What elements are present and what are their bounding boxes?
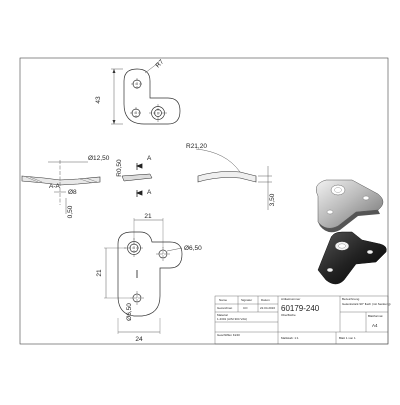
arrow bbox=[112, 120, 116, 124]
dim-hole-6-50-bottom: Ø6,50 bbox=[126, 303, 133, 321]
dim-width-21: 21 bbox=[144, 213, 152, 220]
render-silver bbox=[316, 179, 384, 233]
dim-hole-8: Ø8 bbox=[68, 189, 77, 196]
cut-label-top: A bbox=[147, 155, 152, 162]
section-view bbox=[21, 160, 101, 214]
tb-col-date: Datum bbox=[261, 298, 270, 302]
cut-label-bottom: A bbox=[147, 189, 152, 196]
side-view-outline bbox=[197, 171, 257, 183]
hatch bbox=[79, 178, 93, 184]
tb-surface-value: Geschliffen K240 bbox=[217, 333, 240, 337]
tb-scale: Maßstab: 1:1 bbox=[281, 336, 299, 340]
cut-profile bbox=[121, 173, 153, 182]
tb-material-label: Material bbox=[217, 313, 228, 317]
tb-size-label: Blattformat bbox=[368, 314, 383, 318]
dim-height-43: 43 bbox=[95, 96, 102, 104]
dim-thickness-0-50: 0,50 bbox=[67, 205, 74, 218]
dim-radius-21-20: R21,20 bbox=[186, 143, 207, 150]
cut-arrow-top bbox=[135, 163, 143, 169]
section-label-a-a: A-A bbox=[49, 183, 61, 190]
render-dark-hole-2 bbox=[366, 249, 374, 255]
tb-title-value: Gelenkstück 90° flach (mit Senkung) bbox=[342, 302, 391, 306]
side-view bbox=[195, 148, 272, 210]
tb-col-signature: Signatur bbox=[241, 298, 252, 302]
dim-thickness-3-50: 3,50 bbox=[269, 193, 276, 206]
hatch bbox=[25, 176, 39, 183]
sheet-frame bbox=[19, 57, 389, 345]
tb-row-drawn: Gezeichnet bbox=[217, 306, 232, 310]
cut-marker bbox=[121, 163, 153, 197]
render-silver-edge bbox=[318, 210, 380, 233]
tb-col-name: Name bbox=[219, 298, 227, 302]
tb-material-value: 1.4301 (AISI 304 V2A) bbox=[217, 317, 247, 321]
hatch bbox=[85, 177, 98, 183]
leader-line-r21 bbox=[195, 148, 241, 173]
dim-radius-r7: R7 bbox=[154, 58, 165, 69]
dim-diameter-12-50: Ø12,50 bbox=[88, 155, 110, 162]
title-block-frame bbox=[214, 295, 389, 345]
tb-description-label: Artikelnummer bbox=[281, 297, 300, 301]
bottom-view-outline bbox=[117, 231, 183, 317]
top-view bbox=[111, 62, 181, 125]
tb-extra-label: Oberfläche bbox=[281, 313, 296, 317]
render-dark bbox=[317, 231, 387, 285]
title-block bbox=[214, 295, 389, 345]
hatch bbox=[29, 176, 43, 183]
dim-radius-0-50: R0,50 bbox=[116, 159, 123, 177]
leader-line bbox=[144, 62, 159, 74]
dim-width-24: 24 bbox=[135, 336, 143, 343]
dim-hole-6-50-right: Ø6,50 bbox=[184, 245, 202, 252]
bottom-view bbox=[104, 218, 183, 334]
tb-article-number: 60179-240 bbox=[281, 304, 320, 313]
tb-size-value: A4 bbox=[372, 323, 378, 328]
top-view-outline bbox=[123, 68, 181, 125]
tb-sheet: Blatt 1 von 1 bbox=[339, 336, 356, 340]
render-silver-hole-3 bbox=[326, 209, 334, 215]
render-dark-hole-3 bbox=[326, 267, 334, 273]
render-silver-hole-1-inner bbox=[334, 187, 342, 193]
tb-drawn-name: CO bbox=[243, 306, 248, 310]
render-dark-hole-1-inner bbox=[338, 243, 346, 249]
render-silver-hole-2 bbox=[362, 195, 370, 201]
leader-line bbox=[166, 247, 183, 252]
section-outline bbox=[21, 175, 101, 186]
dim-height-21: 21 bbox=[96, 269, 103, 277]
render-dark-body bbox=[317, 231, 387, 285]
tb-drawn-date: 22.04.2016 bbox=[260, 306, 275, 310]
arrow bbox=[112, 69, 116, 73]
cut-arrow-bottom bbox=[135, 190, 143, 196]
tb-title-label: Bezeichnung bbox=[342, 297, 360, 301]
